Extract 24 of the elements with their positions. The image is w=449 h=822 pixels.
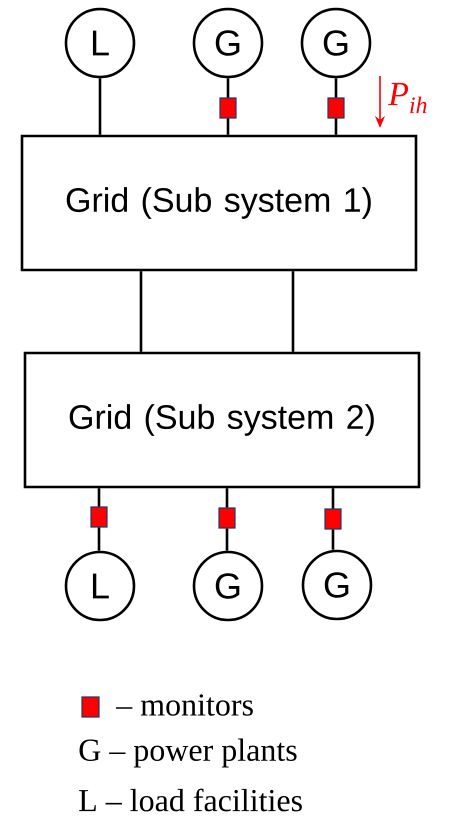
connector-line: [226, 528, 228, 551]
connector-line: [226, 118, 230, 135]
monitor-square: [219, 97, 237, 119]
connector-line: [334, 118, 338, 135]
grid-box: Grid (Sub system 2): [24, 352, 420, 488]
connector-line: [226, 488, 228, 508]
connector-line: [98, 488, 100, 506]
grid-box: Grid (Sub system 1): [20, 134, 418, 272]
power-flow-label: P$_{ih}$: [388, 82, 426, 114]
monitor-square: [218, 507, 236, 529]
legend-text: G – power plants: [80, 738, 297, 768]
connector-line: [332, 488, 334, 508]
monitor-square: [327, 97, 345, 119]
connector-line: [140, 271, 142, 352]
monitor-square: [90, 506, 108, 528]
legend-text: L – load facilities: [79, 788, 302, 812]
legend-text: – monitors: [116, 694, 253, 716]
connector-line: [226, 78, 230, 98]
connector-line: [98, 528, 100, 551]
monitor-square: [324, 508, 342, 530]
connector-line: [292, 271, 294, 352]
connector-line: [332, 530, 334, 550]
connector-line: [334, 78, 338, 98]
connector-line: [98, 78, 102, 135]
